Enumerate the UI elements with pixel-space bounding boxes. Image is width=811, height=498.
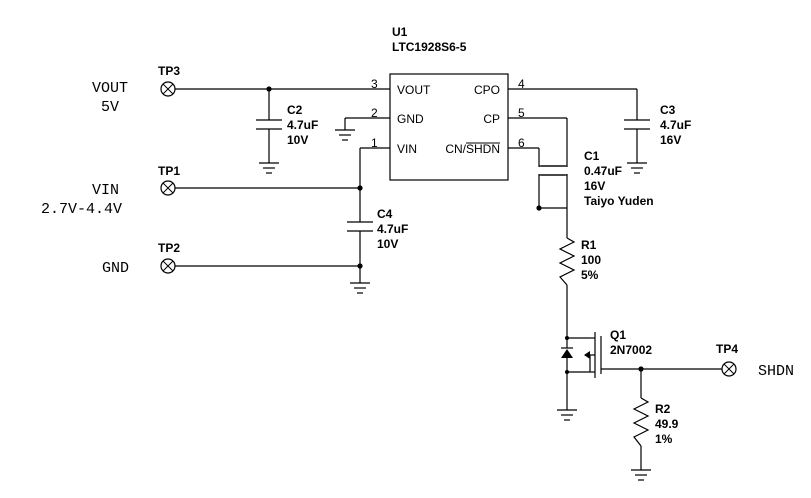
q1-body-diode: [561, 349, 573, 358]
pin-4-number: 4: [518, 77, 525, 91]
pin-cn-prefix: CN/: [445, 142, 466, 156]
ground-symbols: [259, 129, 651, 481]
wires: [175, 88, 722, 470]
pin-cn-shdn-name: CN/SHDN: [445, 142, 500, 156]
r1-zigzag: [558, 237, 576, 286]
ground-icon: [631, 469, 651, 481]
junction-dot: [565, 370, 569, 374]
testpoint-tp1: TP1: [158, 164, 180, 196]
testpoint-tp4: TP4: [716, 342, 738, 377]
pin-1-number: 1: [371, 136, 378, 150]
ground-icon: [627, 162, 647, 174]
ground-icon: [335, 129, 355, 141]
junction-dot: [266, 86, 272, 92]
pin-cp-name: CP: [483, 112, 500, 126]
junction-dot: [357, 185, 363, 191]
c2-voltage: 10V: [287, 133, 308, 147]
c2-value: 4.7uF: [287, 118, 318, 132]
r1-value: 100: [581, 253, 601, 267]
c4-value: 4.7uF: [377, 222, 408, 236]
net-label-vin: VIN: [92, 182, 119, 199]
c1-manufacturer: Taiyo Yuden: [584, 194, 654, 208]
tp2-label: TP2: [158, 241, 180, 255]
r2-zigzag: [632, 397, 650, 447]
pin-vout-name: VOUT: [397, 83, 431, 97]
capacitor-c2: C2 4.7uF 10V: [256, 103, 318, 147]
c1-ref: C1: [584, 149, 600, 163]
c4-voltage: 10V: [377, 237, 398, 251]
pin-gnd-name: GND: [397, 112, 424, 126]
resistor-r2: R2 49.9 1%: [632, 397, 679, 447]
testpoint-icon: [721, 361, 737, 377]
junction-dot: [638, 366, 644, 372]
r2-tolerance: 1%: [655, 432, 673, 446]
u1-part-number: LTC1928S6-5: [392, 40, 467, 54]
r1-ref: R1: [581, 238, 597, 252]
testpoint-icon: [160, 81, 176, 97]
junction-dot: [536, 205, 542, 211]
q1-part-number: 2N7002: [610, 343, 652, 357]
net-label-vin-range: 2.7V-4.4V: [41, 201, 122, 218]
c3-ref: C3: [660, 103, 676, 117]
r2-ref: R2: [655, 402, 671, 416]
capacitor-c1: C1 0.47uF 16V Taiyo Yuden: [538, 149, 654, 208]
c2-ref: C2: [287, 103, 303, 117]
ic-body: [389, 73, 509, 181]
ground-icon: [557, 409, 577, 421]
capacitor-c3: C3 4.7uF 16V: [624, 103, 691, 147]
mosfet-q1: Q1 2N7002: [561, 328, 652, 378]
r1-tolerance: 5%: [581, 268, 599, 282]
net-label-shdn: SHDN: [758, 363, 794, 380]
pin-cpo-name: CPO: [474, 83, 500, 97]
junction-dot: [357, 263, 363, 269]
r2-value: 49.9: [655, 417, 679, 431]
capacitor-c4: C4 4.7uF 10V: [347, 207, 408, 251]
pin-2-number: 2: [371, 106, 378, 120]
c1-value: 0.47uF: [584, 164, 622, 178]
net-label-vout-value: 5V: [101, 99, 119, 116]
ground-icon: [259, 162, 279, 174]
c1-gap-mask: [538, 167, 568, 174]
net-label-gnd: GND: [102, 260, 129, 277]
ground-icon: [350, 282, 370, 294]
junction-dot: [565, 336, 569, 340]
testpoint-tp2: TP2: [158, 241, 180, 274]
tp1-label: TP1: [158, 164, 180, 178]
testpoint-icon: [160, 258, 176, 274]
q1-body-arrow: [584, 351, 590, 359]
resistor-r1: R1 100 5%: [558, 237, 601, 286]
pin-shdn-overbar: SHDN: [466, 142, 500, 156]
ic-u1: U1 LTC1928S6-5 VOUT GND VIN CPO CP CN/SH…: [371, 25, 525, 181]
u1-ref: U1: [392, 25, 408, 39]
tp3-label: TP3: [158, 64, 180, 78]
c3-voltage: 16V: [660, 133, 681, 147]
tp4-label: TP4: [716, 342, 738, 356]
junctions: [266, 86, 644, 372]
net-label-vout: VOUT: [92, 80, 128, 97]
pin-3-number: 3: [371, 77, 378, 91]
pin-5-number: 5: [518, 106, 525, 120]
testpoint-tp3: TP3: [158, 64, 180, 97]
c3-value: 4.7uF: [660, 118, 691, 132]
testpoint-icon: [160, 180, 176, 196]
q1-ref: Q1: [610, 328, 626, 342]
c1-voltage: 16V: [584, 179, 605, 193]
pin-6-number: 6: [518, 136, 525, 150]
pin-vin-name: VIN: [397, 142, 417, 156]
c4-ref: C4: [377, 207, 393, 221]
